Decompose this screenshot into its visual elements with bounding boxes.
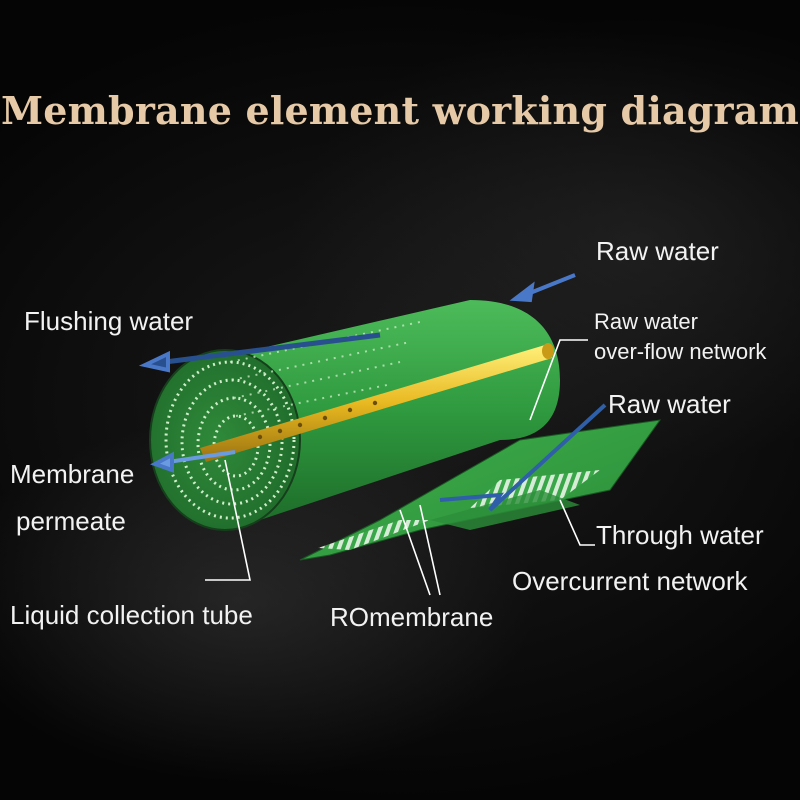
label-overflow-network-line1: Raw water [594,309,698,334]
label-through-water: Through water [596,520,764,550]
label-membrane-permeate-line1: Membrane [10,459,135,489]
leader-lines [205,339,595,596]
label-ro-membrane: ROmembrane [330,602,494,632]
label-raw-water-inlet: Raw water [596,236,719,266]
label-membrane-permeate-line2: permeate [16,506,126,536]
diagram-title: Membrane element working diagram [1,88,799,133]
flow-arrows [138,273,607,512]
label-overcurrent-network: Overcurrent network [512,566,748,596]
label-overflow-network-line2: over-flow network [594,339,767,364]
label-flushing-water: Flushing water [24,306,194,336]
membrane-roll [149,300,560,531]
label-raw-water-feed: Raw water [608,389,731,419]
label-liquid-collection-tube: Liquid collection tube [10,600,253,630]
